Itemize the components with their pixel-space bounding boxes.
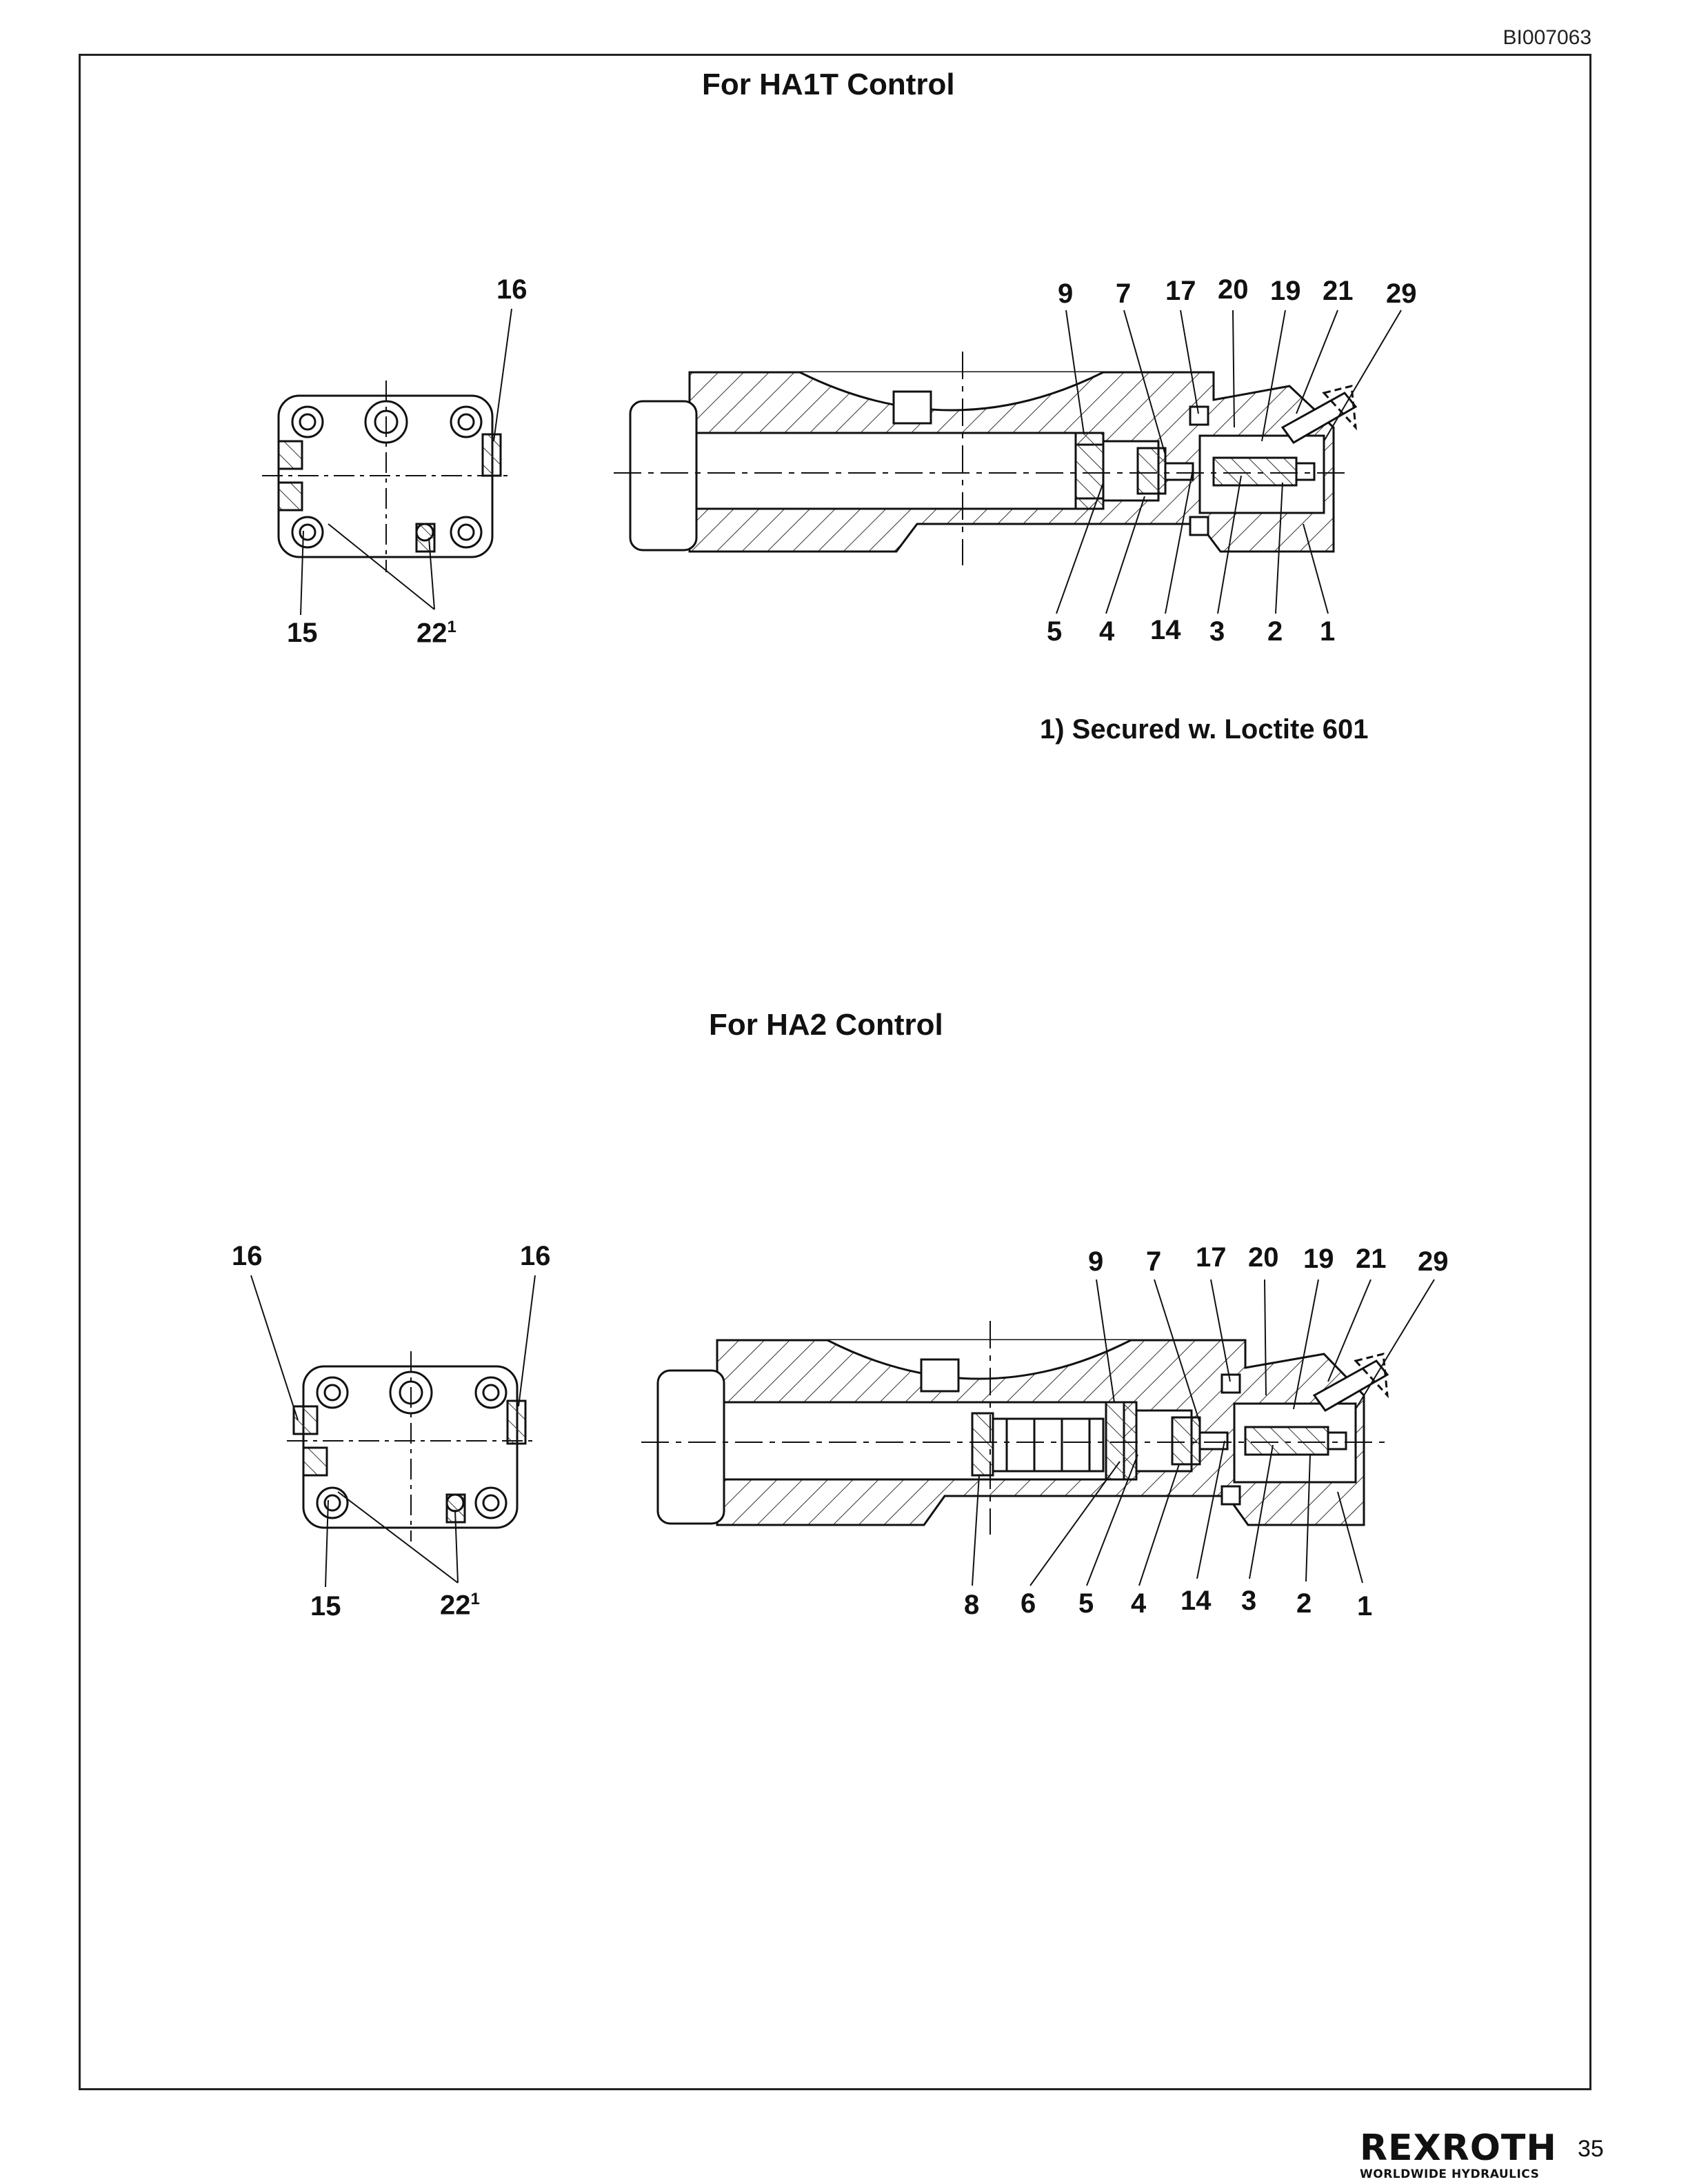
callout-17: 17 bbox=[1196, 1242, 1227, 1273]
brand-logo: REXROTH WORLDWIDE HYDRAULICS bbox=[1360, 2130, 1557, 2181]
callout-22: 221 bbox=[440, 1590, 480, 1621]
callout-2: 2 bbox=[1296, 1588, 1312, 1619]
callout-20: 20 bbox=[1218, 274, 1249, 305]
callout-29: 29 bbox=[1386, 279, 1417, 309]
callout-16-left: 16 bbox=[232, 1241, 263, 1271]
callout-5: 5 bbox=[1047, 616, 1063, 647]
brand-name: REXROTH bbox=[1360, 2127, 1557, 2169]
ha1t-front-view bbox=[262, 381, 510, 572]
callout-19: 19 bbox=[1303, 1244, 1334, 1274]
document-id: BI007063 bbox=[1503, 26, 1591, 49]
ha2-side-view bbox=[641, 1321, 1389, 1535]
callout-20: 20 bbox=[1248, 1242, 1279, 1273]
callout-1: 1 bbox=[1320, 616, 1336, 647]
section-title-ha2: For HA2 Control bbox=[709, 1008, 943, 1042]
loctite-note: 1) Secured w. Loctite 601 bbox=[1040, 714, 1369, 745]
page-number: 35 bbox=[1578, 2136, 1604, 2162]
ha1t-front-leaders bbox=[300, 308, 512, 616]
callout-16: 16 bbox=[496, 274, 528, 305]
callout-3: 3 bbox=[1241, 1586, 1257, 1616]
callout-1: 1 bbox=[1357, 1591, 1373, 1621]
callout-29: 29 bbox=[1418, 1246, 1449, 1277]
callout-7: 7 bbox=[1146, 1246, 1162, 1277]
page-frame bbox=[79, 54, 1591, 2090]
callout-5: 5 bbox=[1078, 1588, 1094, 1619]
callout-21: 21 bbox=[1323, 276, 1354, 306]
callout-8: 8 bbox=[964, 1590, 980, 1620]
callout-14: 14 bbox=[1150, 615, 1181, 645]
callout-17: 17 bbox=[1165, 276, 1196, 306]
callout-16-right: 16 bbox=[520, 1241, 551, 1271]
ha2-side-leaders bbox=[972, 1279, 1435, 1586]
callout-22: 221 bbox=[416, 618, 456, 649]
ha2-front-leaders bbox=[250, 1275, 536, 1588]
callout-15: 15 bbox=[310, 1591, 341, 1621]
callout-2: 2 bbox=[1267, 616, 1283, 647]
ha2-front-view bbox=[287, 1351, 538, 1541]
brand-tagline: WORLDWIDE HYDRAULICS bbox=[1360, 2167, 1540, 2181]
callout-3: 3 bbox=[1209, 616, 1225, 647]
callout-19: 19 bbox=[1270, 276, 1301, 306]
callout-7: 7 bbox=[1116, 279, 1132, 309]
callout-15: 15 bbox=[287, 618, 318, 648]
ha1t-side-view bbox=[614, 352, 1358, 565]
callout-14: 14 bbox=[1180, 1586, 1212, 1616]
callout-21: 21 bbox=[1356, 1244, 1387, 1274]
section-title-ha1t: For HA1T Control bbox=[702, 68, 955, 101]
ha1t-side-leaders bbox=[1056, 310, 1402, 614]
callout-6: 6 bbox=[1021, 1588, 1036, 1619]
callout-4: 4 bbox=[1099, 616, 1115, 647]
callout-9: 9 bbox=[1058, 279, 1074, 309]
callout-4: 4 bbox=[1131, 1588, 1147, 1619]
callout-9: 9 bbox=[1088, 1246, 1104, 1277]
